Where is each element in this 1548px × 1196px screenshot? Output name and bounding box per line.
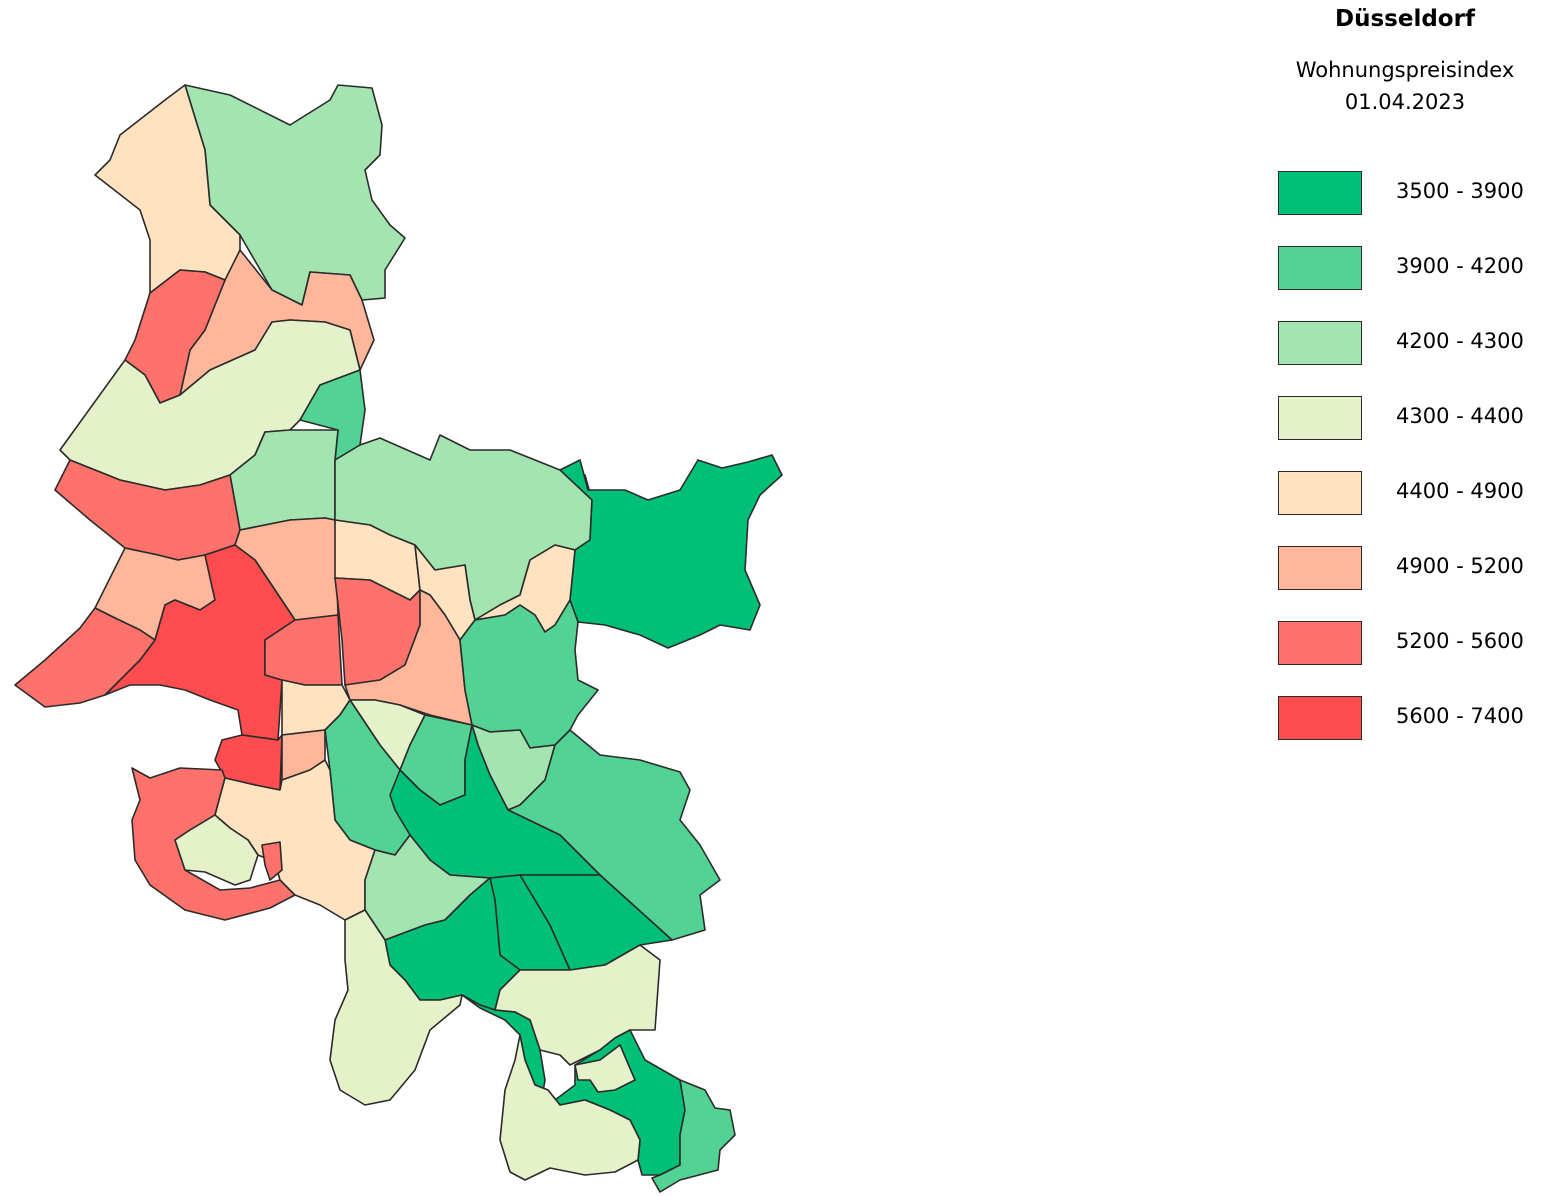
legend-label: 4300 - 4400	[1396, 404, 1524, 428]
legend-label: 5600 - 7400	[1396, 704, 1524, 728]
district-region[interactable]	[459, 599, 599, 749]
legend-item: 4300 - 4400	[1270, 396, 1540, 442]
legend-date: 01.04.2023	[1344, 90, 1466, 114]
district-region[interactable]	[329, 909, 463, 1106]
legend-item: 3500 - 3900	[1270, 171, 1540, 217]
legend-label: 3500 - 3900	[1396, 179, 1524, 203]
district-region[interactable]	[104, 544, 296, 741]
district-region[interactable]	[14, 607, 156, 708]
legend-label: 4400 - 4900	[1396, 479, 1524, 503]
legend-swatch	[1278, 546, 1362, 590]
legend-subtitle: Wohnungspreisindex	[1295, 58, 1515, 82]
legend-item: 5200 - 5600	[1270, 621, 1540, 667]
legend-label: 3900 - 4200	[1396, 254, 1524, 278]
legend-swatch	[1278, 246, 1362, 290]
legend-swatch	[1278, 696, 1362, 740]
district-region[interactable]	[651, 1079, 736, 1193]
legend-swatch	[1278, 321, 1362, 365]
legend-swatch	[1278, 171, 1362, 215]
legend-item: 4400 - 4900	[1270, 471, 1540, 517]
district-region[interactable]	[184, 84, 406, 306]
legend-item: 5600 - 7400	[1270, 696, 1540, 742]
legend-item: 3900 - 4200	[1270, 246, 1540, 292]
district-region[interactable]	[124, 269, 226, 404]
district-region[interactable]	[174, 814, 259, 886]
legend-item: 4900 - 5200	[1270, 546, 1540, 592]
district-region[interactable]	[574, 1044, 636, 1093]
district-region[interactable]	[261, 841, 283, 881]
legend-swatch	[1278, 621, 1362, 665]
district-region[interactable]	[507, 729, 721, 941]
legend-title: Düsseldorf	[1335, 6, 1475, 32]
legend-swatch	[1278, 396, 1362, 440]
legend-label: 4200 - 4300	[1396, 329, 1524, 353]
district-region[interactable]	[559, 454, 783, 649]
legend-label: 5200 - 5600	[1396, 629, 1524, 653]
legend-item: 4200 - 4300	[1270, 321, 1540, 367]
district-region[interactable]	[131, 767, 296, 921]
district-region[interactable]	[499, 1034, 641, 1181]
legend-label: 4900 - 5200	[1396, 554, 1524, 578]
legend-swatch	[1278, 471, 1362, 515]
